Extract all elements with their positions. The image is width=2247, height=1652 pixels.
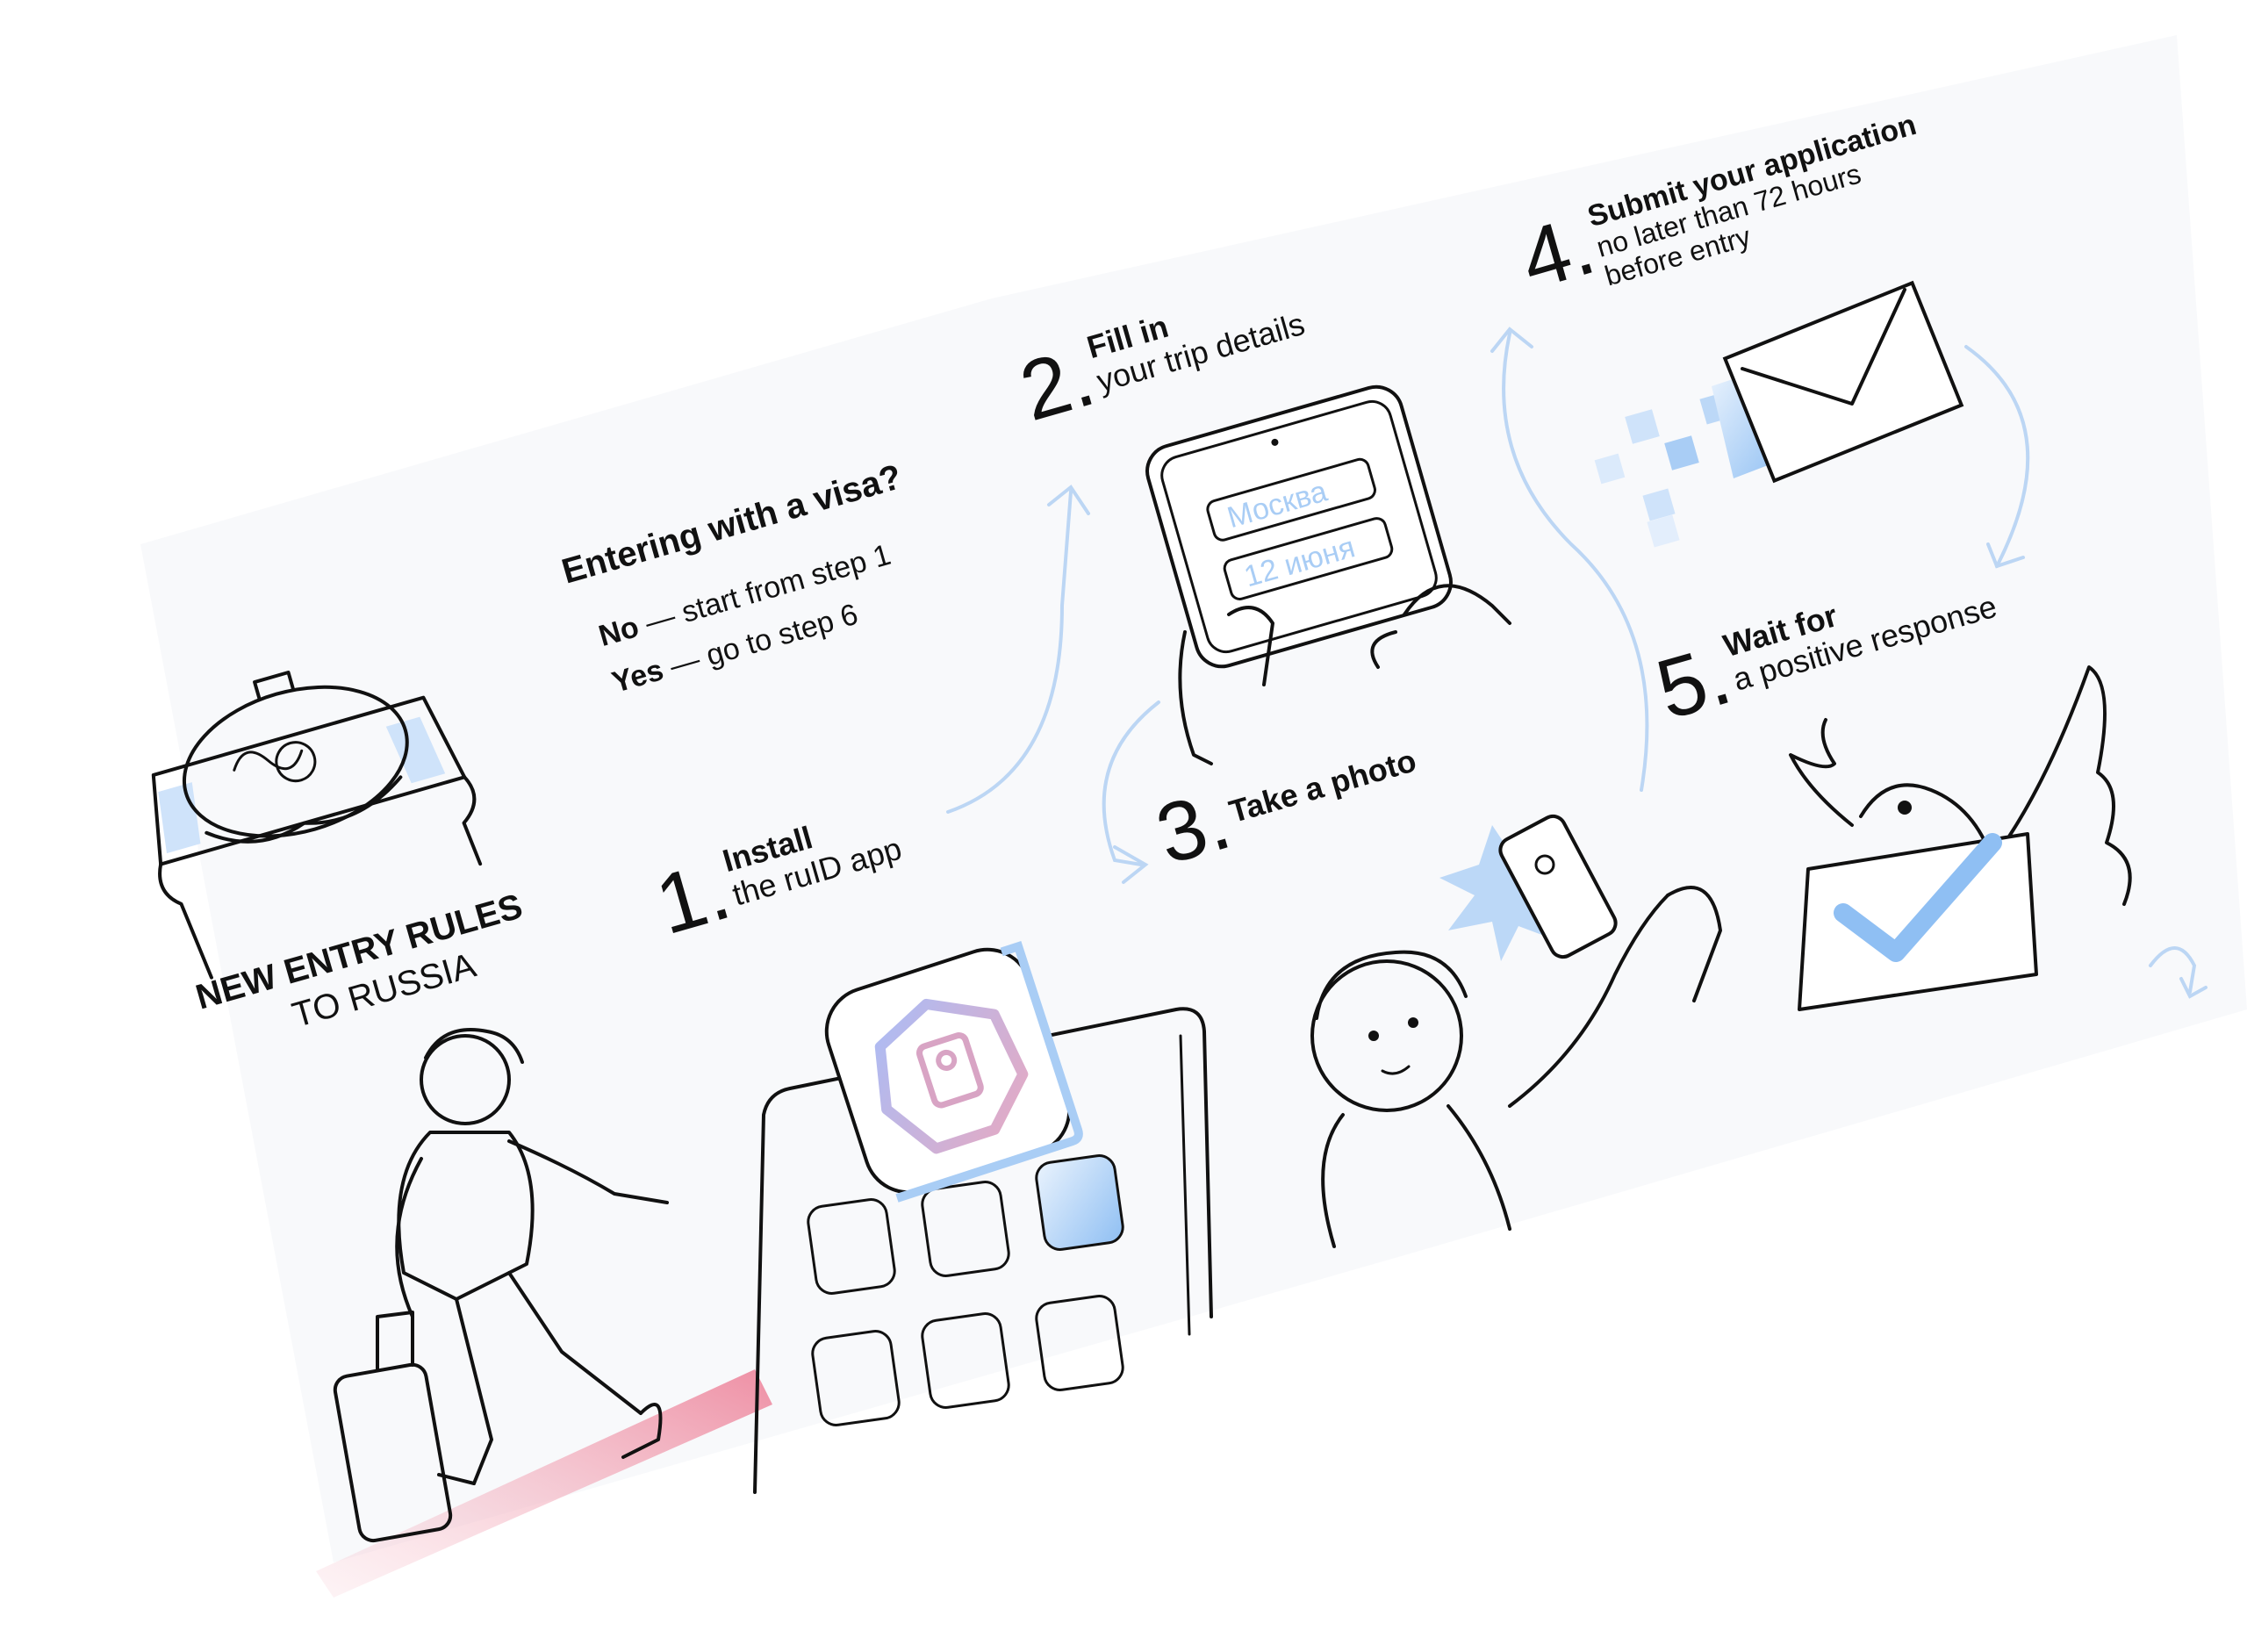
- pink-path: [316, 1369, 772, 1598]
- phone-icon: Москва 12 июня: [1145, 384, 1453, 669]
- bread-icon: [151, 670, 483, 980]
- selfie-person-icon: [1310, 814, 1722, 1248]
- hands-icon: [1178, 584, 1511, 765]
- traveler-icon: [333, 1028, 669, 1543]
- envelope-icon: [1594, 280, 1964, 548]
- flow-arrows: [946, 327, 2208, 999]
- bird-icon: [1789, 665, 2132, 1011]
- app-icon[interactable]: [815, 938, 1083, 1203]
- checkmark-icon: [1834, 833, 2002, 962]
